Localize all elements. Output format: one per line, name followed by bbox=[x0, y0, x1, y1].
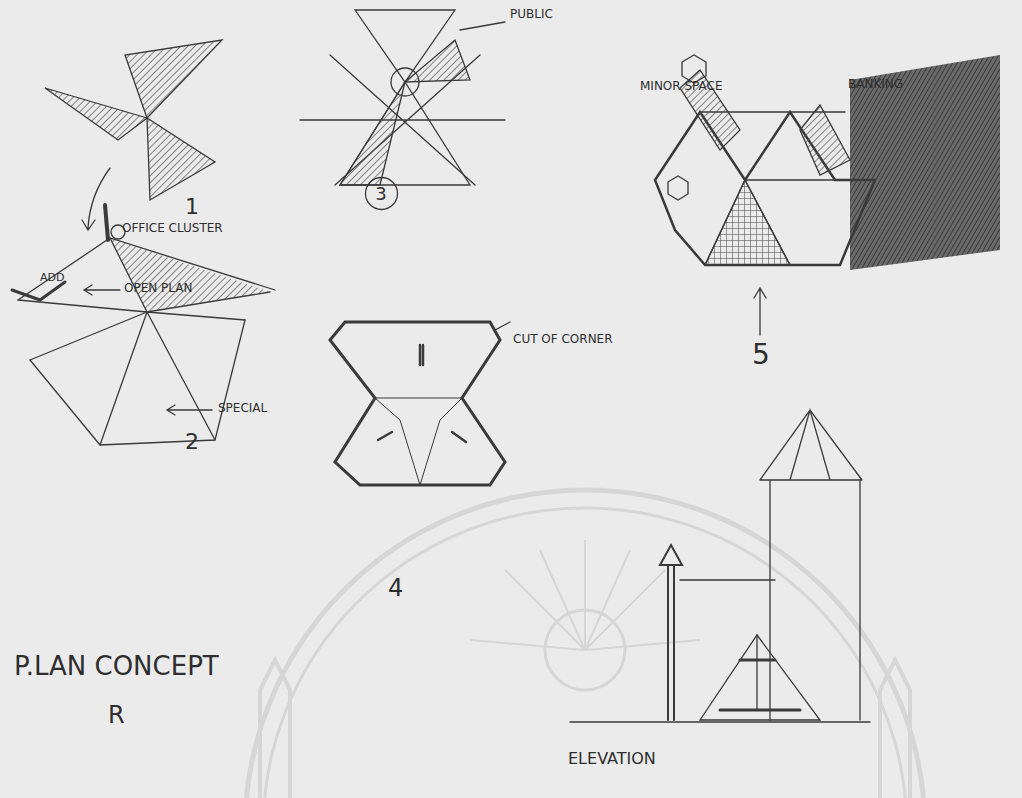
note-label: MINOR SPACE bbox=[640, 80, 723, 93]
note-label: CUT OF CORNER bbox=[513, 333, 613, 346]
note-label: SPECIAL bbox=[218, 402, 267, 415]
sheet-title: P.LAN CONCEPT bbox=[14, 652, 219, 681]
view-label: ELEVATION bbox=[568, 750, 656, 768]
watermark-seal bbox=[245, 490, 925, 798]
callout-number: 5 bbox=[752, 340, 770, 371]
sketch-lines bbox=[12, 10, 1000, 722]
note-label: BANKING bbox=[848, 78, 903, 91]
circled-number: 3 bbox=[364, 176, 399, 211]
callout-number: 3 bbox=[364, 183, 399, 204]
note-label: OPEN PLAN bbox=[124, 282, 192, 295]
note-label: R bbox=[108, 702, 125, 728]
note-label: ADD bbox=[40, 272, 64, 284]
callout-number: 4 bbox=[388, 575, 403, 601]
note-label: PUBLIC bbox=[510, 8, 553, 21]
callout-number: 2 bbox=[185, 430, 199, 454]
note-label: OFFICE CLUSTER bbox=[122, 222, 223, 235]
callout-number: 1 bbox=[185, 195, 199, 219]
